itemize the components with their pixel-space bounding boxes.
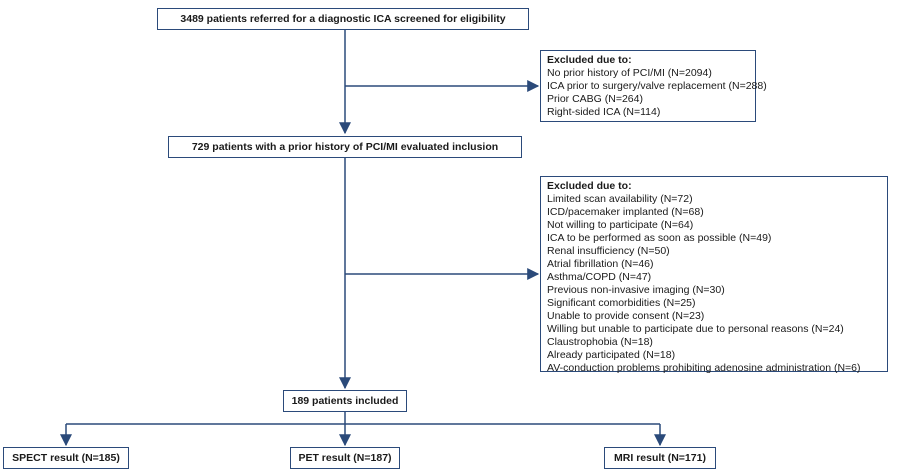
included-box: 189 patients included xyxy=(283,390,407,412)
evaluated-box: 729 patients with a prior history of PCI… xyxy=(168,136,522,158)
pet-result-box: PET result (N=187) xyxy=(290,447,400,469)
mri-result-box: MRI result (N=171) xyxy=(604,447,716,469)
exclusion2-item: ICD/pacemaker implanted (N=68) xyxy=(547,206,704,218)
exclusion2-item: ICA to be performed as soon as possible … xyxy=(547,232,772,244)
exclusion2-item: AV-conduction problems prohibiting adeno… xyxy=(547,362,861,374)
exclusion2-item: Already participated (N=18) xyxy=(547,349,676,361)
exclusion2-box: Excluded due to: Limited scan availabili… xyxy=(540,176,888,374)
exclusion2-item: Claustrophobia (N=18) xyxy=(547,336,653,348)
exclusion1-item: No prior history of PCI/MI (N=2094) xyxy=(547,67,712,79)
evaluated-label: 729 patients with a prior history of PCI… xyxy=(191,140,499,153)
exclusion2-item: Limited scan availability (N=72) xyxy=(547,193,693,205)
exclusion2-item: Unable to provide consent (N=23) xyxy=(547,310,705,322)
exclusion1-item: Right-sided ICA (N=114) xyxy=(547,106,661,118)
exclusion2-item: Previous non-invasive imaging (N=30) xyxy=(547,284,725,296)
screened-label: 3489 patients referred for a diagnostic … xyxy=(180,12,506,25)
pet-result-label: PET result (N=187) xyxy=(298,451,392,464)
mri-result-label: MRI result (N=171) xyxy=(614,451,706,464)
exclusion2-item: Not willing to participate (N=64) xyxy=(547,219,694,231)
exclusion1-title: Excluded due to: xyxy=(547,54,632,66)
exclusion2-title: Excluded due to: xyxy=(547,180,632,192)
exclusion2-item: Willing but unable to participate due to… xyxy=(547,323,844,335)
screened-box: 3489 patients referred for a diagnostic … xyxy=(157,8,529,30)
included-label: 189 patients included xyxy=(291,394,399,407)
exclusion2-item: Significant comorbidities (N=25) xyxy=(547,297,696,309)
spect-result-label: SPECT result (N=185) xyxy=(12,451,120,464)
spect-result-box: SPECT result (N=185) xyxy=(3,447,129,469)
exclusion2-item: Atrial fibrillation (N=46) xyxy=(547,258,654,270)
exclusion2-item: Renal insufficiency (N=50) xyxy=(547,245,670,257)
exclusion2-item: Asthma/COPD (N=47) xyxy=(547,271,652,283)
exclusion1-box: Excluded due to: No prior history of PCI… xyxy=(540,50,767,122)
exclusion1-item: Prior CABG (N=264) xyxy=(547,93,643,105)
exclusion1-item: ICA prior to surgery/valve replacement (… xyxy=(547,80,767,92)
